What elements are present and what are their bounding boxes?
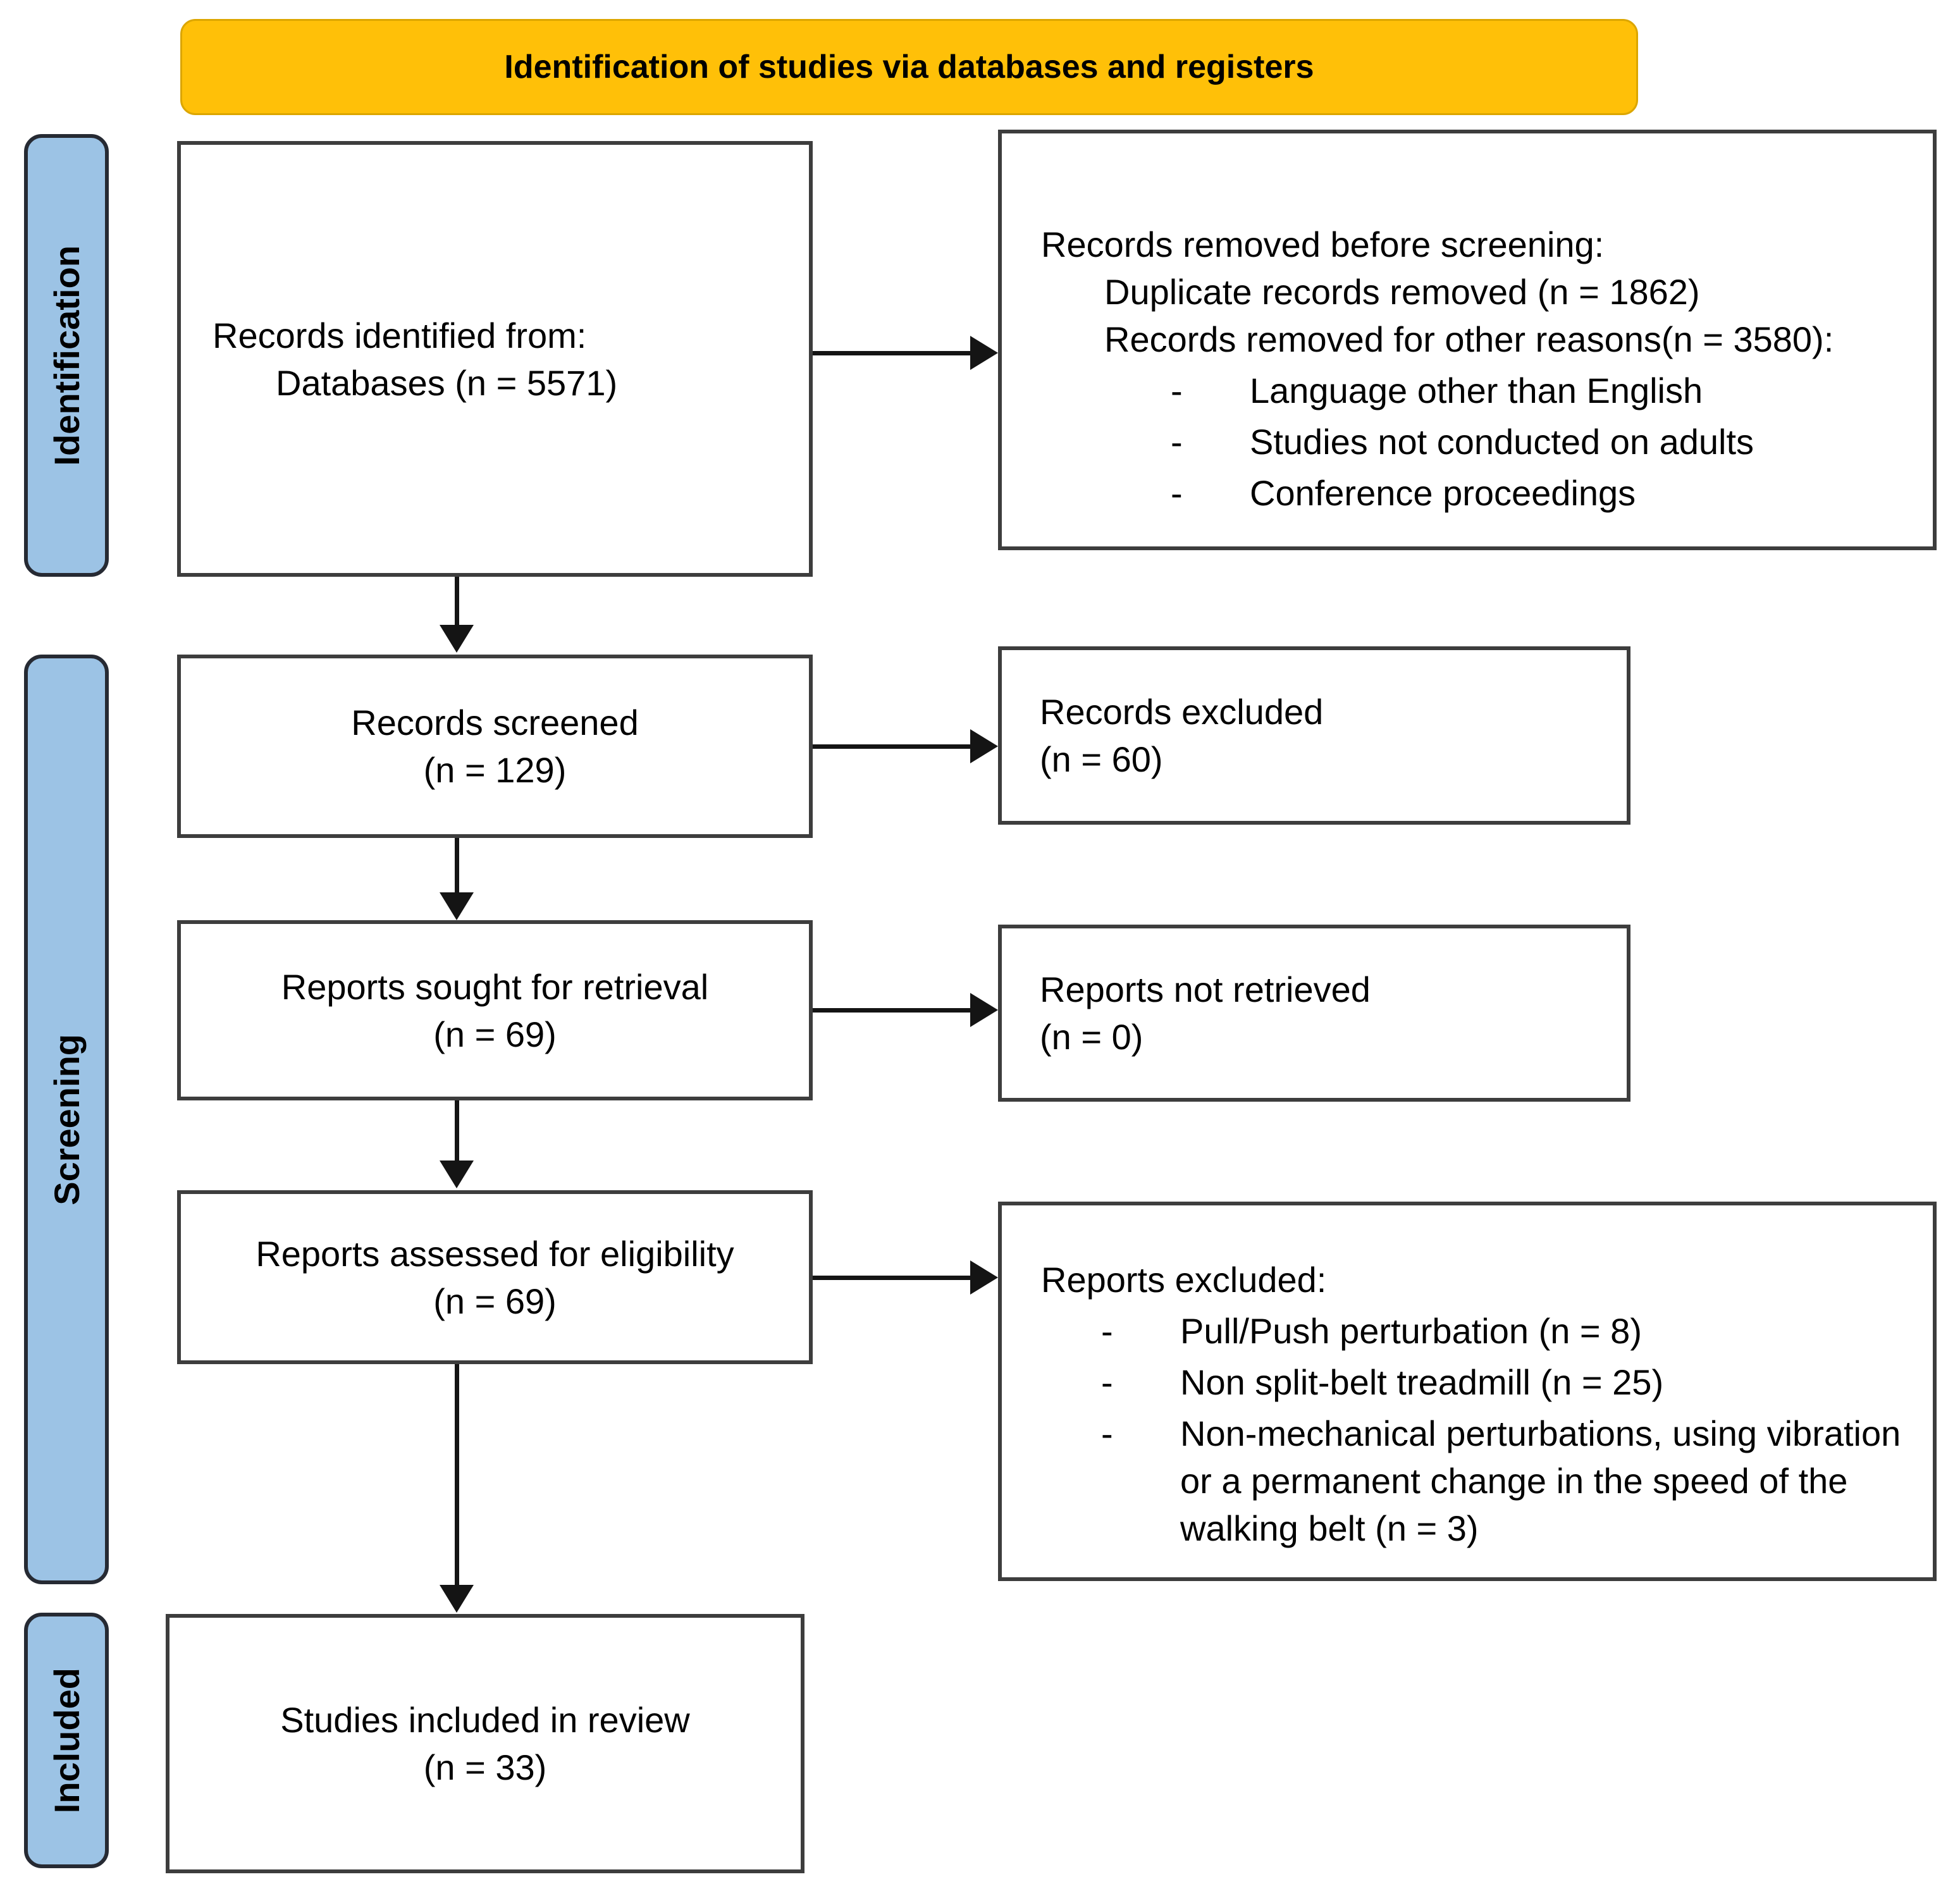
reports-sought-line1: Reports sought for retrieval [281, 966, 709, 1007]
reports-assessed-line2: (n = 69) [433, 1281, 557, 1321]
records-identified-line1: Records identified from: [213, 315, 587, 355]
box-reports-excluded: Reports excluded: - Pull/Push perturbati… [998, 1202, 1937, 1581]
box-records-removed: Records removed before screening: Duplic… [998, 130, 1937, 550]
records-removed-bullet-3: - Conference proceedings [1041, 469, 1901, 517]
reports-not-retrieved-line1: Reports not retrieved [1040, 970, 1371, 1009]
bullet-dash-icon: - [1171, 473, 1183, 513]
arrow-sought-to-not-retrieved [813, 993, 998, 1027]
arrow-line [813, 1275, 970, 1280]
arrow-assessed-to-reports-excluded [813, 1260, 998, 1295]
bullet-dash-icon: - [1101, 1413, 1113, 1453]
records-removed-title: Records removed before screening: [1041, 225, 1605, 264]
arrow-identified-to-removed [813, 336, 998, 370]
records-screened-line2: (n = 129) [423, 750, 567, 790]
arrow-right-icon [970, 993, 998, 1027]
reports-assessed-line1: Reports assessed for eligibility [256, 1233, 734, 1274]
arrow-right-icon [970, 729, 998, 763]
arrow-line [813, 350, 970, 355]
bullet-dash-icon: - [1171, 422, 1183, 462]
banner: Identification of studies via databases … [180, 19, 1638, 115]
stage-tab-included-label: Included [46, 1667, 87, 1814]
records-removed-bullet-2: - Studies not conducted on adults [1041, 418, 1901, 465]
box-records-screened: Records screened (n = 129) [177, 655, 813, 838]
box-reports-not-retrieved: Reports not retrieved (n = 0) [998, 925, 1630, 1102]
banner-label: Identification of studies via databases … [504, 49, 1314, 85]
stage-tab-screening: Screening [24, 655, 109, 1584]
studies-included-line1: Studies included in review [280, 1700, 690, 1740]
stage-tab-included: Included [24, 1613, 109, 1868]
box-reports-assessed: Reports assessed for eligibility (n = 69… [177, 1190, 813, 1364]
records-identified-line2: Databases (n = 5571) [276, 362, 618, 403]
records-removed-bullet-1: - Language other than English [1041, 367, 1901, 414]
bullet-dash-icon: - [1101, 1311, 1113, 1351]
arrow-screened-to-excluded [813, 729, 998, 763]
stage-tab-screening-label: Screening [46, 1033, 87, 1205]
box-studies-included: Studies included in review (n = 33) [166, 1614, 804, 1873]
bullet-dash-icon: - [1171, 371, 1183, 410]
arrow-down-icon [440, 625, 474, 653]
arrow-down-icon [440, 1585, 474, 1613]
reports-excluded-bullet-2: - Non split-belt treadmill (n = 25) [1041, 1358, 1901, 1406]
arrow-down-icon [440, 892, 474, 920]
arrow-right-icon [970, 1260, 998, 1295]
arrow-screened-to-sought [440, 838, 474, 920]
records-removed-sub2: Records removed for other reasons(n = 35… [1104, 319, 1834, 359]
records-removed-sub1: Duplicate records removed (n = 1862) [1104, 272, 1700, 312]
reports-excluded-bullet-1: - Pull/Push perturbation (n = 8) [1041, 1307, 1901, 1355]
box-records-identified: Records identified from: Databases (n = … [177, 141, 813, 577]
arrow-sought-to-assessed [440, 1100, 474, 1188]
arrow-right-icon [970, 336, 998, 370]
box-reports-sought: Reports sought for retrieval (n = 69) [177, 920, 813, 1100]
records-excluded-line2: (n = 60) [1040, 739, 1163, 779]
bullet-dash-icon: - [1101, 1362, 1113, 1402]
arrow-line [813, 1007, 970, 1013]
arrow-down-icon [440, 1161, 474, 1188]
stage-tab-identification: Identification [24, 134, 109, 577]
studies-included-line2: (n = 33) [423, 1747, 547, 1787]
records-screened-line1: Records screened [351, 703, 639, 742]
reports-excluded-bullet-3: - Non-mechanical perturbations, using vi… [1041, 1410, 1901, 1552]
arrow-line [454, 577, 459, 625]
arrow-line [813, 744, 970, 749]
arrow-line [454, 1100, 459, 1161]
reports-excluded-title: Reports excluded: [1041, 1260, 1327, 1300]
arrow-line [454, 838, 459, 892]
arrow-identified-to-screened [440, 577, 474, 653]
reports-sought-line2: (n = 69) [433, 1014, 557, 1054]
arrow-line [454, 1364, 459, 1585]
stage-tab-identification-label: Identification [46, 245, 87, 466]
arrow-assessed-to-included [440, 1364, 474, 1613]
records-excluded-line1: Records excluded [1040, 692, 1324, 732]
reports-not-retrieved-line2: (n = 0) [1040, 1017, 1143, 1057]
box-records-excluded: Records excluded (n = 60) [998, 646, 1630, 825]
